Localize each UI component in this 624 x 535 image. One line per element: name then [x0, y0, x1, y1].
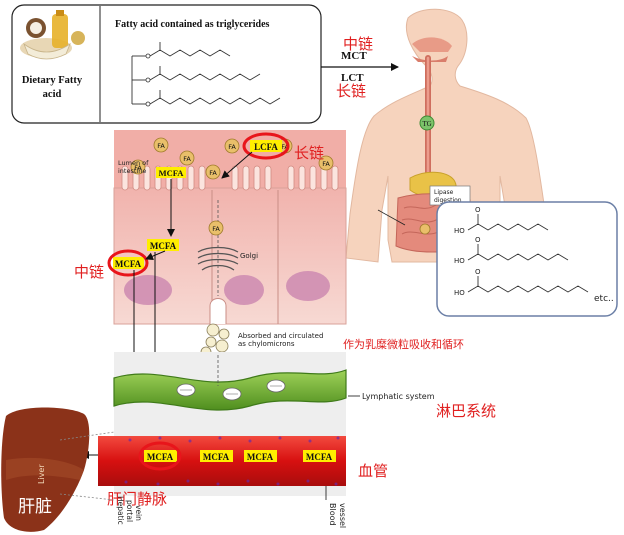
lipase-label-line1: Lipase — [434, 189, 454, 196]
fa-particle: FA — [130, 159, 146, 175]
svg-text:FA: FA — [322, 160, 330, 168]
fa-particle: FA — [205, 164, 221, 180]
medium-chain-label-top: 中链 — [343, 35, 373, 53]
lumen-label-line2: intestine — [118, 167, 146, 175]
hepatic-portal-vein-cn: 肝门静脉 — [107, 490, 167, 508]
svg-text:FA: FA — [281, 143, 289, 151]
dietary-oils-image — [20, 10, 85, 60]
svg-text:FA: FA — [212, 225, 220, 233]
food-label-line2: acid — [43, 89, 62, 100]
inset-ho-2: HO — [454, 257, 465, 265]
chylomicron-label-cn: 作为乳糜微粒吸收和循环 — [343, 337, 464, 351]
svg-text:FA: FA — [183, 155, 191, 163]
mcfa-highlight-ring-blood — [138, 441, 182, 471]
fa-particle: FA — [179, 150, 195, 166]
medium-chain-label-cell: 中链 — [74, 263, 104, 281]
mcfa-highlight-ring-cell — [107, 249, 149, 277]
fa-particles: FA FA FA FA FA FA FA FA — [130, 137, 334, 236]
mcfa-tag-cell: MCFA — [147, 239, 179, 251]
fa-particle: FA — [224, 138, 240, 154]
mct-label: MCT — [341, 50, 367, 62]
liver-label-cn: 肝脏 — [18, 497, 52, 517]
svg-text:MCFA: MCFA — [203, 452, 230, 462]
hepatic-portal-line3: vein — [134, 505, 143, 521]
mcfa-tag-blood-4: MCFA — [303, 450, 336, 462]
long-chain-label-cell: 长链 — [294, 144, 324, 162]
lct-label: LCT — [341, 72, 364, 84]
svg-text:MCFA: MCFA — [247, 452, 274, 462]
fa-particle: FA — [208, 220, 224, 236]
liver-label: Liver — [37, 464, 46, 484]
fa-particle: FA — [153, 137, 169, 153]
svg-text:FA: FA — [134, 164, 142, 172]
svg-text:FA: FA — [157, 142, 165, 150]
lymphatic-label: Lymphatic system — [362, 392, 435, 401]
absorbed-label-line1: Absorbed and circulated — [238, 332, 323, 340]
svg-text:LCFA: LCFA — [254, 142, 278, 152]
svg-text:MCFA: MCFA — [150, 241, 177, 251]
mcfa-tag-lumen: MCFA — [156, 167, 186, 178]
svg-text:MCFA: MCFA — [306, 452, 333, 462]
lumen-label-line1: Lumen of — [118, 159, 149, 167]
inset-o-2: O — [475, 236, 481, 244]
long-chain-label-top: 长链 — [336, 82, 366, 100]
mcfa-tag-blood-2: MCFA — [200, 450, 233, 462]
hepatic-portal-line2: portal — [125, 500, 134, 522]
blood-vessel-label-line1: Blood — [328, 503, 337, 526]
fatty-acid-chain-2 — [467, 253, 569, 261]
triglyceride-structure — [131, 42, 281, 105]
fatty-acid-inset: O HO O HO O HO etc.. — [436, 201, 618, 317]
inset-ho-1: HO — [454, 227, 465, 235]
hepatic-portal-line1: Hepatic — [116, 496, 125, 525]
lymphatic-label-cn: 淋巴系统 — [436, 402, 496, 420]
lcfa-tag: LCFA — [250, 140, 282, 152]
golgi-label: Golgi — [240, 252, 258, 260]
svg-text:FA: FA — [209, 169, 217, 177]
fatty-acid-chain-1 — [467, 223, 549, 231]
fa-particle: FA — [318, 155, 334, 171]
triglyceride-box: Dietary Fatty acid Fatty acid contained … — [11, 4, 322, 124]
triglyceride-box-title: Fatty acid contained as triglycerides — [115, 19, 270, 30]
tg-label: TG — [422, 120, 431, 128]
svg-text:FA: FA — [228, 143, 236, 151]
blood-vessel — [81, 430, 346, 496]
tg-marker — [419, 115, 435, 131]
inset-ho-3: HO — [454, 289, 465, 297]
svg-text:MCFA: MCFA — [159, 168, 185, 178]
svg-text:MCFA: MCFA — [147, 452, 174, 462]
fatty-acid-chain-3 — [467, 285, 589, 293]
mcfa-tag-blood-3: MCFA — [244, 450, 277, 462]
mcfa-tag-blood-1: MCFA — [144, 450, 177, 462]
inset-o-3: O — [475, 268, 481, 276]
mcfa-tag-basal: MCFA — [113, 257, 144, 269]
blood-vessel-label-line2: vessel — [338, 503, 347, 528]
blood-vessel-label-cn: 血管 — [358, 462, 388, 480]
food-label-line1: Dietary Fatty — [22, 75, 83, 86]
lipase-label-line2: digestion — [434, 197, 462, 204]
absorbed-label-line2: as chylomicrons — [238, 340, 295, 348]
lcfa-highlight-ring — [242, 132, 290, 160]
svg-text:MCFA: MCFA — [115, 259, 142, 269]
inset-o-1: O — [475, 206, 481, 214]
lymphatic-vessel: Lymphatic system 淋巴系统 — [113, 352, 496, 430]
liver-organ — [1, 407, 115, 532]
inset-etc: etc.. — [594, 294, 614, 304]
